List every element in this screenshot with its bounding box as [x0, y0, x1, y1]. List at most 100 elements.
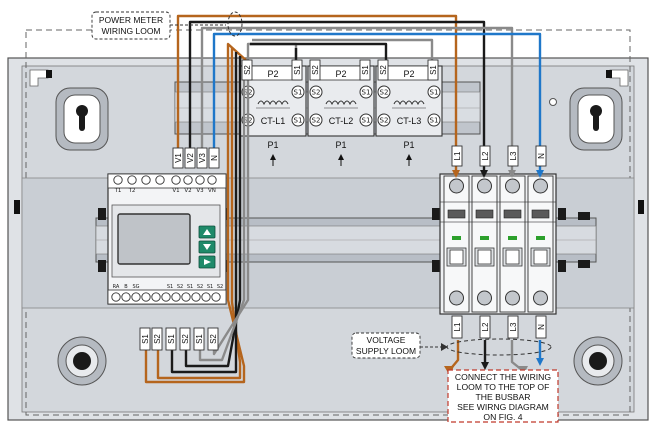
ct-l2-s1-top: S1 [359, 85, 373, 99]
meter-top-terminal-screw [141, 175, 151, 185]
breaker-toggle[interactable] [505, 249, 520, 265]
ct-coil-icon [393, 100, 425, 106]
ct-l3-s1-top: S1 [427, 85, 441, 99]
breaker-toggle[interactable] [449, 249, 464, 265]
meter-ct-sleeve: S2 [151, 327, 163, 351]
mount-foot-right [573, 336, 623, 386]
wire-ct-loop-2 [156, 48, 242, 380]
meter-bottom-terminal-label: RA [113, 284, 120, 290]
voltage-supply-loom-marker [446, 338, 552, 356]
meter-bottom-terminal-screw [161, 292, 171, 302]
breaker-bottom-sleeve-label: L2 [481, 322, 490, 331]
ct-l3-s2-top: S2 [377, 85, 391, 99]
ct-top-sleeve-label: S1 [293, 65, 302, 75]
ct-top-sleeve-label: S2 [243, 65, 252, 75]
breaker-top-sleeve-label: L2 [481, 151, 490, 160]
breaker-top-sleeve-label: L1 [453, 151, 462, 160]
miniature-circuit-breakers [439, 173, 557, 315]
meter-bottom-terminal-screw [121, 292, 131, 302]
breaker-pole-3 [499, 175, 526, 313]
meter-top-terminal-screw [127, 175, 137, 185]
breaker-toggle[interactable] [533, 249, 548, 265]
power-meter-loom-marker [227, 11, 243, 37]
breaker-pole-2 [471, 175, 498, 313]
ct-p1-arrow-icon [270, 154, 276, 160]
meter-top-terminal-screw [207, 175, 217, 185]
ct-top-sleeve-label: S2 [311, 65, 320, 75]
wire-ct-loop-6 [212, 42, 298, 356]
ct-p1-arrow-icon [406, 154, 412, 160]
ct-l2-s2-bottom: S2 [309, 113, 323, 127]
meter-voltage-sleeve: V2 [184, 147, 196, 169]
meter-voltage-sleeve: V1 [172, 147, 184, 169]
meter-right-button[interactable] [198, 255, 216, 269]
mount-foot-left [57, 336, 107, 386]
meter-ct-sleeve-label: S1 [167, 334, 176, 344]
meter-bottom-terminal-screw [111, 292, 121, 302]
mounting-hole-small [549, 98, 557, 106]
meter-top-terminal-screw [195, 175, 205, 185]
wire-brown-l1 [176, 14, 458, 172]
keyhole-mount-left [55, 87, 109, 151]
breaker-toggle[interactable] [477, 249, 492, 265]
meter-bottom-terminal-screw [131, 292, 141, 302]
right-arrow-icon [204, 259, 211, 265]
wire-ct-loop-1 [144, 42, 249, 384]
breaker-bottom-sleeve-label: N [537, 324, 546, 330]
meter-bottom-terminal-label: SG [132, 284, 139, 290]
meter-top-terminal-screw [171, 175, 181, 185]
ct-l2-p1-label: P1 [335, 140, 346, 150]
ct-top-sleeve: S1 [427, 59, 439, 81]
breaker-top-sleeve-label: N [537, 153, 546, 159]
wire-ct-loop-4 [184, 56, 242, 368]
wire-ct-loop-3 [170, 52, 238, 374]
breaker-bottom-sleeve: L2 [479, 315, 491, 339]
ct-top-sleeve: S2 [309, 59, 321, 81]
meter-bottom-terminal-screw [171, 292, 181, 302]
meter-ct-sleeve-label: S1 [195, 334, 204, 344]
meter-top-terminal-label: T1 [114, 188, 122, 194]
ct-top-sleeve: S1 [291, 59, 303, 81]
ct-l3-s1-bottom-label: S1 [430, 117, 439, 125]
ct-top-sleeve: S2 [241, 59, 253, 81]
meter-up-button[interactable] [198, 225, 216, 239]
enclosure-corner-tabs [14, 70, 644, 214]
wire-grey-l3 [200, 26, 514, 172]
ct-top-sleeve-label: S1 [429, 65, 438, 75]
voltage-supply-loom-label-line2: SUPPLY LOOM [356, 346, 416, 356]
breaker-status-indicator [452, 236, 461, 240]
ct-l2-s1-top-label: S1 [362, 89, 371, 97]
meter-display-screen [117, 213, 191, 265]
power-meter-loom-label-line2: WIRING LOOM [101, 26, 160, 36]
meter-voltage-sleeve: N [208, 147, 220, 169]
wire-blue-n [212, 32, 542, 172]
ct-l3-s1-bottom: S1 [427, 113, 441, 127]
note-line-3: THE BUSBAR [476, 392, 531, 402]
breaker-bottom-sleeve: L3 [507, 315, 519, 339]
connect-wiring-note: CONNECT THE WIRING LOOM TO THE TOP OF TH… [447, 369, 559, 423]
ct-l1-s1-bottom: S1 [291, 113, 305, 127]
ct-l1-s1-top: S1 [291, 85, 305, 99]
meter-bottom-terminal-label: S2 [177, 284, 183, 290]
ct-l3-p2-label: P2 [403, 69, 414, 79]
wire-black-l2 [188, 20, 486, 172]
ct-l1-p2-label: P2 [267, 69, 278, 79]
meter-bottom-terminal-label: S1 [187, 284, 193, 290]
meter-bottom-terminal-label: S1 [207, 284, 213, 290]
breaker-bottom-sleeve-label: L1 [453, 322, 462, 331]
meter-ct-sleeve: S1 [165, 327, 177, 351]
voltage-supply-loom-label-line1: VOLTAGE [367, 335, 406, 345]
wire-supply-grey [510, 340, 523, 371]
power-meter-loom-label-line1: POWER METER [99, 15, 163, 25]
meter-top-terminal-label: VN [208, 188, 216, 194]
note-line-5: ON FIG. 4 [483, 412, 522, 422]
ct-l2-p2-label: P2 [335, 69, 346, 79]
breaker-pole-4 [527, 175, 554, 313]
breaker-top-sleeve: L1 [451, 145, 463, 167]
voltage-supply-loom-callout: VOLTAGE SUPPLY LOOM [351, 332, 552, 359]
meter-down-button[interactable] [198, 240, 216, 254]
meter-ct-sleeve-label: S2 [181, 334, 190, 344]
meter-ct-sleeve: S1 [193, 327, 205, 351]
breaker-bottom-sleeve: L1 [451, 315, 463, 339]
